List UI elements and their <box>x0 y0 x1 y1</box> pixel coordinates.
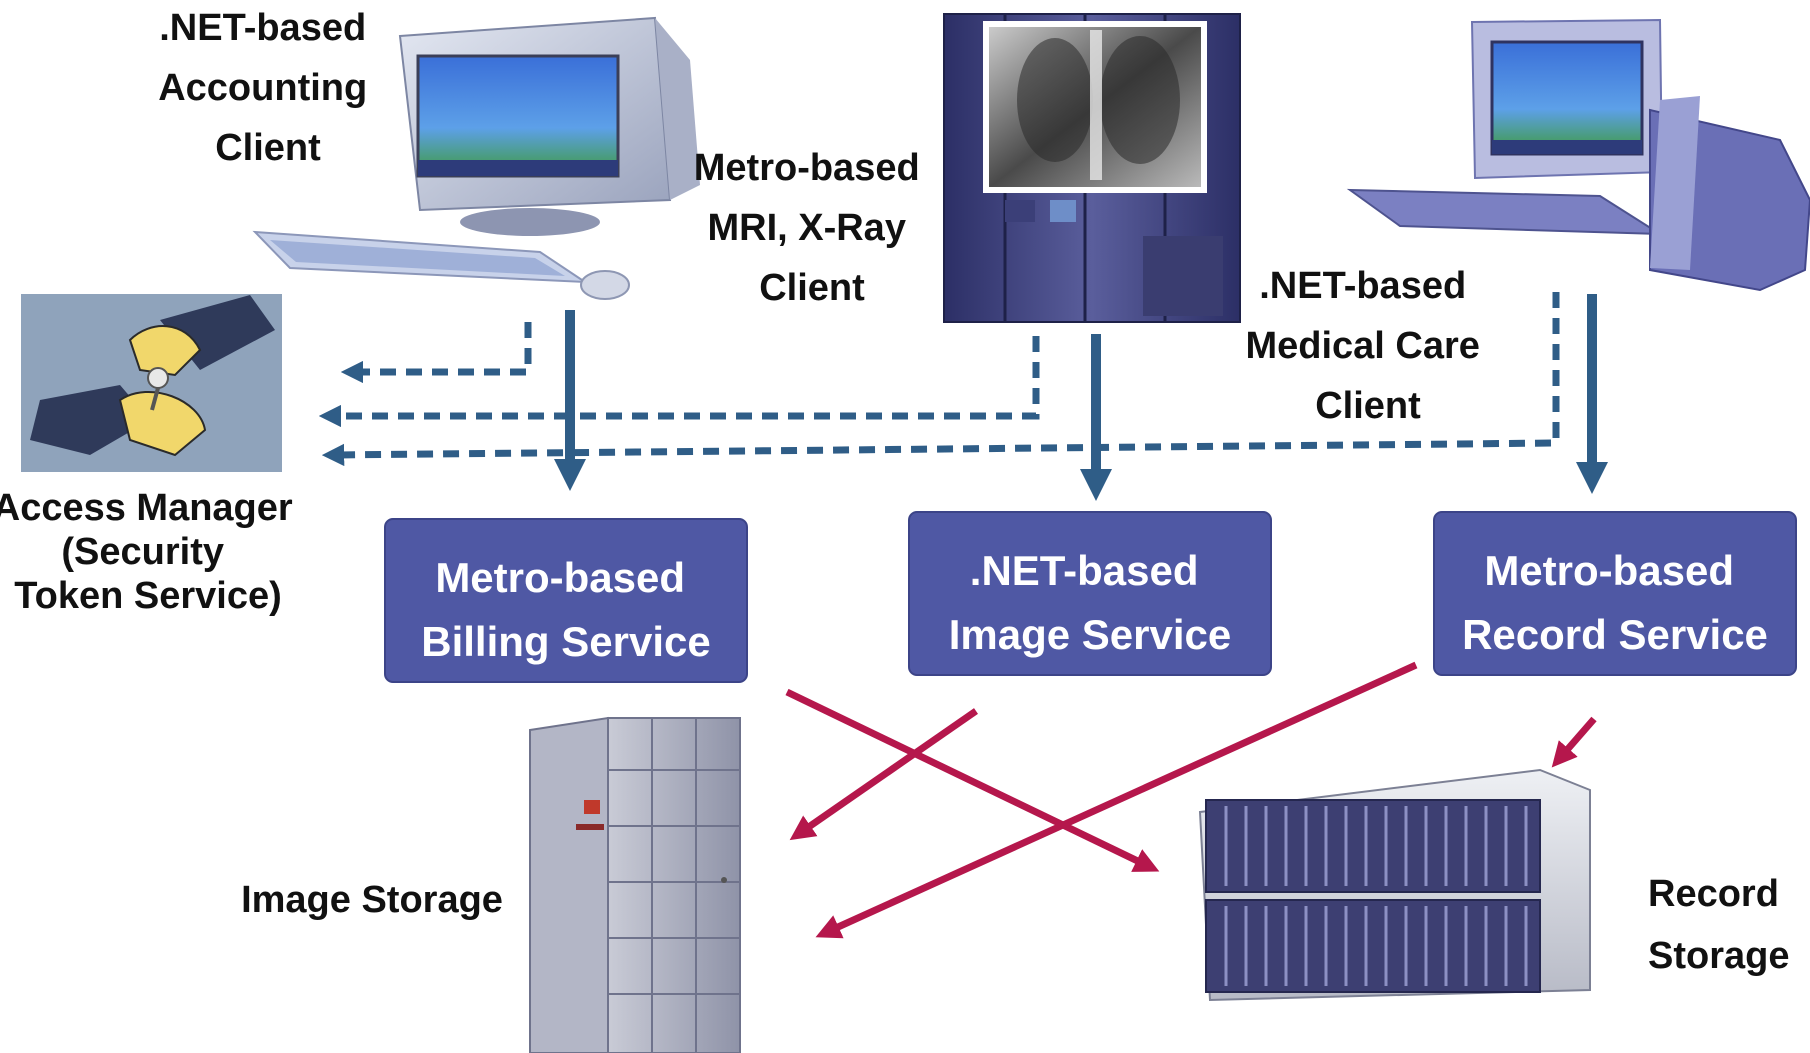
access-manager-line-3: Token Service) <box>14 575 282 617</box>
mri-xray-client-line-3: Client <box>759 267 865 309</box>
image-service-label: .NET-based Image Service <box>949 547 1232 658</box>
billing-to-record-storage-arrow <box>785 688 1160 872</box>
image-storage-label: Image Storage <box>241 879 503 921</box>
image-to-image-storage-arrow <box>789 708 978 841</box>
record-storage-line-2: Storage <box>1648 935 1789 977</box>
storage-access-arrows <box>785 661 1597 939</box>
service-call-arrows <box>553 294 1609 502</box>
record-to-image-storage-arrow <box>815 661 1418 939</box>
record-storage-line-1: Record <box>1648 873 1779 915</box>
record-service-label: Metro-based Record Service <box>1462 547 1768 658</box>
record-service-box <box>1433 511 1797 676</box>
medical-care-client-line-2: Medical Care <box>1245 325 1479 367</box>
token-arrow-accounting <box>340 322 532 384</box>
xray-server-icon <box>943 13 1241 323</box>
medical-care-client-line-3: Client <box>1315 385 1421 427</box>
mri-xray-client-line-2: MRI, X-Ray <box>707 207 905 249</box>
image-storage: Image Storage <box>241 716 741 1053</box>
image-service-box <box>908 511 1272 676</box>
billing-service-line-2: Billing Service <box>421 618 710 665</box>
workstation-computer-icon <box>1346 18 1810 292</box>
storage-cabinet-icon <box>529 716 741 1053</box>
billing-service-box <box>384 518 748 683</box>
access-manager-label: Access Manager (Security Token Service) <box>0 487 303 617</box>
billing-service-label: Metro-based Billing Service <box>421 554 710 665</box>
accounting-client: .NET-based Accounting Client <box>158 7 700 300</box>
mri-xray-client-line-1: Metro-based <box>694 147 920 189</box>
billing-service-line-1: Metro-based <box>435 554 685 601</box>
medical-care-client: .NET-based Medical Care Client <box>1245 18 1810 427</box>
key-handover-icon <box>21 294 282 472</box>
record-service-line-1: Metro-based <box>1484 547 1734 594</box>
record-service[interactable]: Metro-based Record Service <box>1433 511 1797 676</box>
access-manager-line-2: (Security <box>61 531 224 573</box>
mri-xray-client: Metro-based MRI, X-Ray Client <box>694 13 1241 323</box>
record-storage: Record Storage <box>1198 768 1789 1002</box>
medical-care-client-line-1: .NET-based <box>1259 265 1466 307</box>
record-service-line-2: Record Service <box>1462 611 1768 658</box>
token-arrow-medical <box>321 292 1560 467</box>
record-to-record-storage-arrow <box>1551 716 1597 768</box>
access-manager: Access Manager (Security Token Service) <box>0 294 303 617</box>
medical-care-client-label: .NET-based Medical Care Client <box>1245 265 1490 427</box>
accounting-client-line-1: .NET-based <box>159 7 366 49</box>
token-arrow-mri <box>318 336 1040 428</box>
desktop-computer-icon <box>252 16 700 300</box>
access-manager-line-1: Access Manager <box>0 487 293 529</box>
accounting-client-line-2: Accounting <box>158 67 367 109</box>
accounting-client-line-3: Client <box>215 127 321 169</box>
record-storage-label: Record Storage <box>1648 873 1789 977</box>
billing-service[interactable]: Metro-based Billing Service <box>384 518 748 683</box>
accounting-client-label: .NET-based Accounting Client <box>158 7 378 169</box>
mri-xray-client-label: Metro-based MRI, X-Ray Client <box>694 147 930 309</box>
image-service-line-1: .NET-based <box>970 547 1199 594</box>
image-service[interactable]: .NET-based Image Service <box>908 511 1272 676</box>
disk-array-icon <box>1198 768 1591 1002</box>
image-service-line-2: Image Service <box>949 611 1232 658</box>
